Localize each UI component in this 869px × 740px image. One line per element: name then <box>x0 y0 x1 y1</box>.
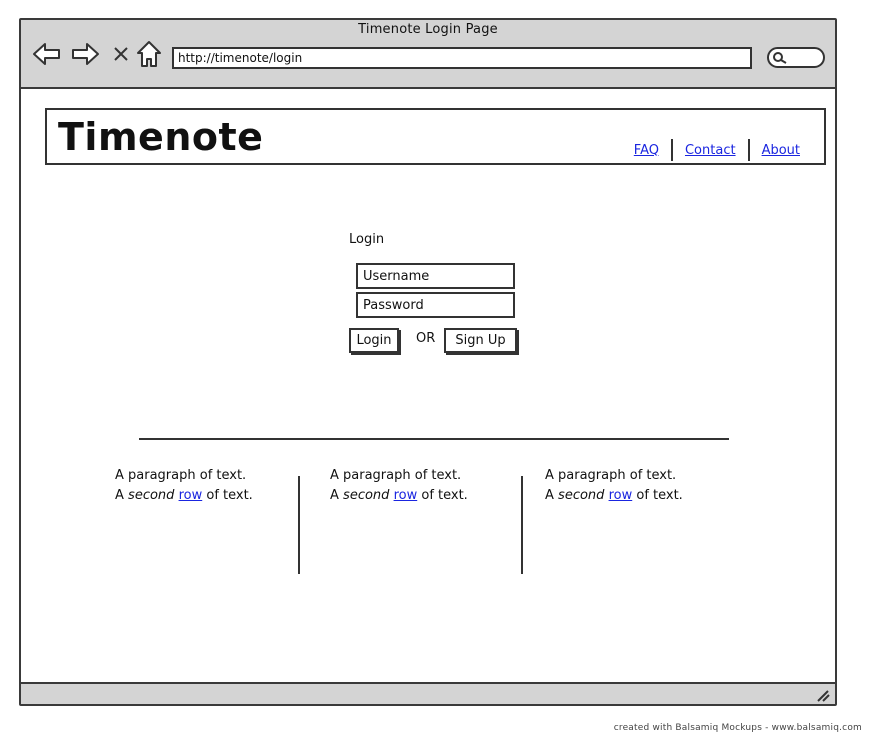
paragraph-line: A paragraph of text. <box>545 468 677 483</box>
signup-button[interactable]: Sign Up <box>444 328 517 353</box>
browser-status-bar <box>21 682 835 704</box>
text-fragment: of text. <box>206 488 253 503</box>
browser-window: Timenote Login Page http://timenote/logi… <box>19 18 837 706</box>
password-field[interactable] <box>356 292 515 318</box>
paragraph-line: A paragraph of text. <box>115 468 247 483</box>
paragraph-line: A paragraph of text. <box>330 468 462 483</box>
text-fragment: of text. <box>421 488 468 503</box>
column-divider <box>298 476 300 574</box>
row-link[interactable]: row <box>393 488 418 503</box>
text-column: A paragraph of text. A second row of tex… <box>330 466 520 506</box>
home-icon[interactable] <box>133 38 165 70</box>
search-icon <box>773 52 787 64</box>
forward-arrow-icon[interactable] <box>69 38 101 70</box>
row-link[interactable]: row <box>178 488 203 503</box>
horizontal-divider <box>139 438 729 440</box>
nav-link-faq[interactable]: FAQ <box>633 142 659 158</box>
close-icon[interactable] <box>105 38 137 70</box>
text-fragment: A <box>330 488 339 503</box>
browser-chrome: Timenote Login Page http://timenote/logi… <box>21 20 835 89</box>
nav-link-about[interactable]: About <box>761 142 800 158</box>
text-column: A paragraph of text. A second row of tex… <box>115 466 305 506</box>
nav-divider <box>747 139 750 161</box>
text-fragment: A <box>545 488 554 503</box>
browser-search-box[interactable] <box>767 47 825 68</box>
paragraph-line: A second row of text. <box>330 486 520 506</box>
row-link[interactable]: row <box>608 488 633 503</box>
paragraph-line: A second row of text. <box>115 486 305 506</box>
credit-text: created with Balsamiq Mockups - www.bals… <box>613 723 862 733</box>
italic-text: second <box>558 488 605 503</box>
text-fragment: A <box>115 488 124 503</box>
column-divider <box>521 476 523 574</box>
text-fragment: of text. <box>636 488 683 503</box>
nav-divider <box>670 139 673 161</box>
paragraph-line: A second row of text. <box>545 486 735 506</box>
resize-grip-icon[interactable] <box>815 688 831 702</box>
back-arrow-icon[interactable] <box>31 38 63 70</box>
site-logo-text[interactable]: Timenote <box>58 115 264 159</box>
text-column: A paragraph of text. A second row of tex… <box>545 466 735 506</box>
login-heading: Login <box>349 232 385 247</box>
nav-link-contact[interactable]: Contact <box>684 142 736 158</box>
italic-text: second <box>128 488 175 503</box>
site-header: Timenote FAQ Contact About <box>45 108 826 165</box>
window-title: Timenote Login Page <box>358 22 498 37</box>
login-button[interactable]: Login <box>349 328 399 353</box>
address-bar[interactable]: http://timenote/login <box>172 47 752 69</box>
header-nav: FAQ Contact About <box>622 137 812 163</box>
italic-text: second <box>343 488 390 503</box>
username-field[interactable] <box>356 263 515 289</box>
or-separator-label: OR <box>416 331 436 346</box>
